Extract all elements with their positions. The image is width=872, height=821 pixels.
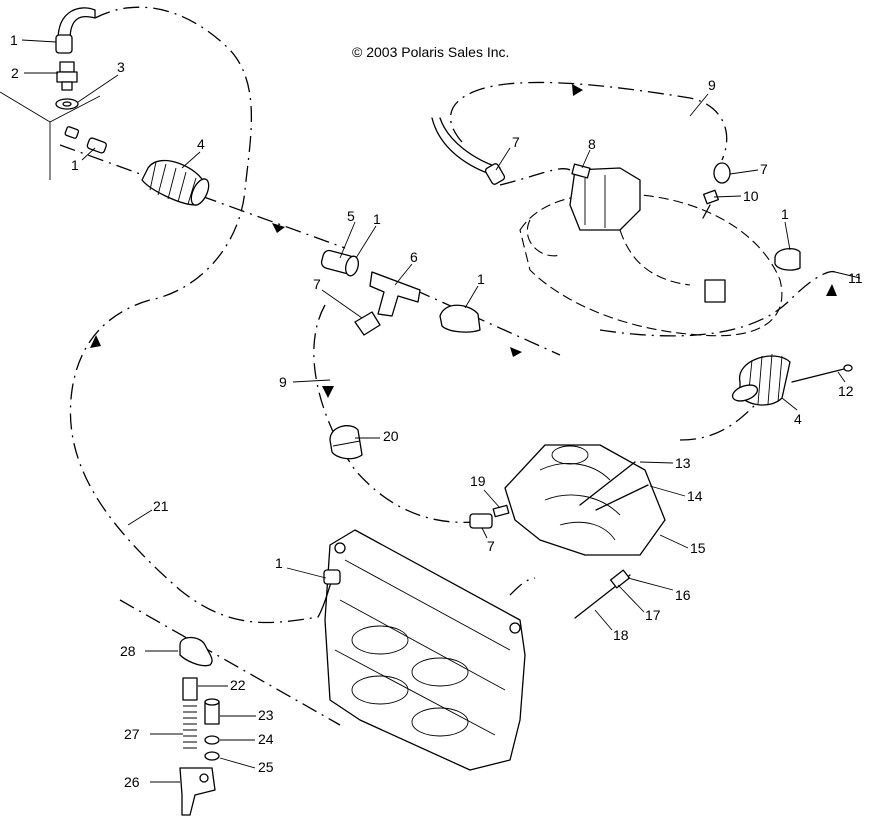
callout-14: 14 <box>687 488 703 504</box>
tee-fitting-part-6 <box>369 271 421 317</box>
callout-15: 15 <box>690 540 706 556</box>
isometric-guide <box>0 91 101 180</box>
washer-part-3 <box>55 98 79 110</box>
callout-7-top-left: 7 <box>512 134 520 150</box>
stud-part-16-17-18 <box>574 569 631 619</box>
callout-3: 3 <box>117 59 125 75</box>
exhaust-manifold-part-15 <box>504 444 666 556</box>
bellows-part-4-right <box>731 353 791 406</box>
callout-20: 20 <box>383 428 399 444</box>
callout-12: 12 <box>838 383 854 399</box>
leader-lines <box>21 39 861 783</box>
callout-5: 5 <box>347 208 355 224</box>
callout-13: 13 <box>675 455 691 471</box>
callout-26: 26 <box>124 774 140 790</box>
callout-25: 25 <box>258 759 274 775</box>
callout-24: 24 <box>258 731 274 747</box>
hose-connector-part-7-mid <box>354 311 381 336</box>
fitting-part-19 <box>469 504 510 529</box>
washer-part-24 <box>204 735 220 745</box>
hose-connector-right <box>774 247 801 271</box>
hose-clamp-part-5 <box>320 249 359 277</box>
callout-18: 18 <box>613 627 629 643</box>
engine-block <box>324 529 526 771</box>
washer-part-25 <box>204 751 220 761</box>
fitting-part-2 <box>56 61 78 91</box>
callout-1-right: 1 <box>781 206 789 222</box>
hose-elbow-top-left <box>55 7 96 54</box>
callout-17: 17 <box>645 607 661 623</box>
callout-1-mid: 1 <box>477 271 485 287</box>
callout-16: 16 <box>675 587 691 603</box>
callout-9-left: 9 <box>279 374 287 390</box>
callout-7-lower: 7 <box>487 538 495 554</box>
fitting-part-7-10-right <box>702 162 731 219</box>
bellows-part-4-left <box>141 159 210 206</box>
hose-connector-mid <box>439 304 481 333</box>
fitting-part-8 <box>571 163 591 179</box>
callout-4-right: 4 <box>794 411 802 427</box>
hose-coupler-part-20 <box>329 425 363 460</box>
callout-1-nipple: 1 <box>71 157 79 173</box>
callout-4-left: 4 <box>197 136 205 152</box>
callout-19: 19 <box>470 473 486 489</box>
flow-arrows <box>90 84 837 398</box>
callout-1-clamp: 1 <box>373 211 381 227</box>
hose-into-engine <box>317 569 341 618</box>
callout-7-top-right: 7 <box>760 161 768 177</box>
callout-21: 21 <box>153 498 169 514</box>
bolts-part-13-14 <box>579 461 649 511</box>
callout-8: 8 <box>588 136 596 152</box>
callout-27: 27 <box>124 726 140 742</box>
intake-manifold-right <box>519 167 783 337</box>
gasket-part-28 <box>179 636 213 667</box>
callout-numbers: 1 2 3 4 1 5 1 6 7 1 9 20 19 7 13 14 15 1… <box>10 32 863 790</box>
copyright-text: © 2003 Polaris Sales Inc. <box>352 44 509 60</box>
callout-7-tee: 7 <box>313 276 321 292</box>
screw-part-23 <box>204 698 220 725</box>
hose-part-9-top <box>431 117 506 185</box>
callout-22: 22 <box>230 677 246 693</box>
callout-2: 2 <box>11 65 19 81</box>
callout-11: 11 <box>848 270 863 286</box>
callout-23: 23 <box>258 707 274 723</box>
probe-part-12 <box>791 364 853 383</box>
callout-6: 6 <box>410 249 418 265</box>
callout-28: 28 <box>120 643 136 659</box>
callout-9-top: 9 <box>708 77 716 93</box>
callout-1-hose-top: 1 <box>10 32 18 48</box>
valve-part-22-27 <box>182 677 198 749</box>
housing-part-26 <box>179 767 216 816</box>
callout-10: 10 <box>743 188 759 204</box>
hose-nipple-left <box>64 126 107 154</box>
callout-1-engine: 1 <box>275 555 283 571</box>
